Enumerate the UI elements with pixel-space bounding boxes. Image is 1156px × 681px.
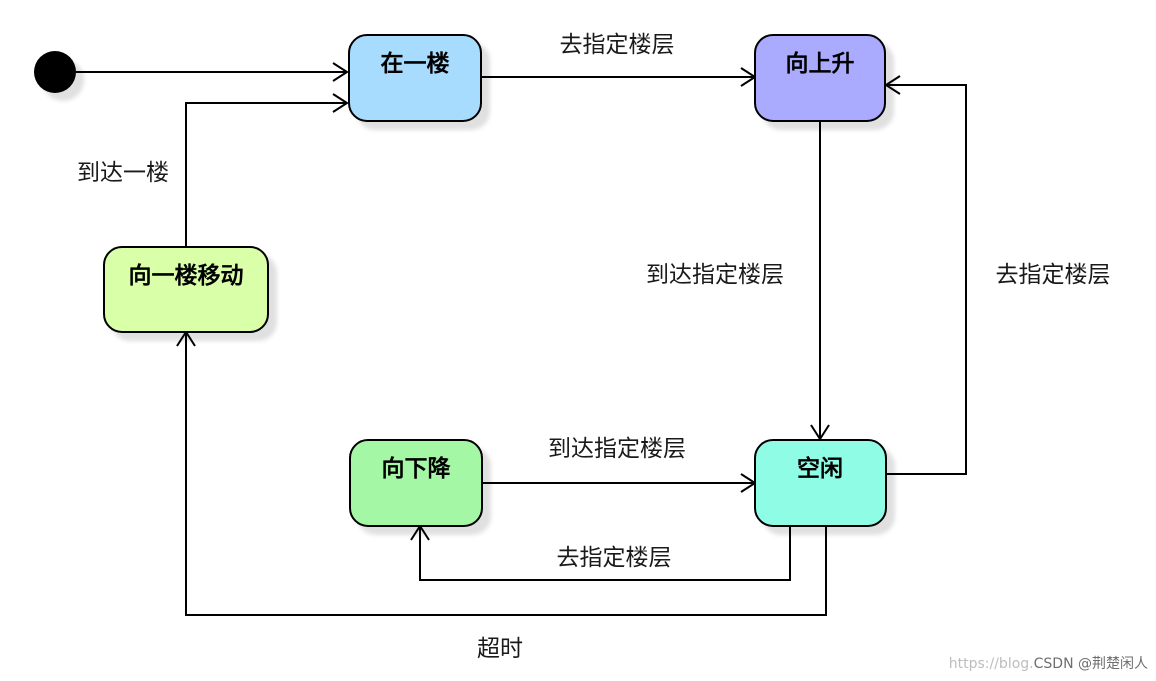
watermark-prefix: https://blog. xyxy=(948,656,1034,672)
initial-state-dot xyxy=(34,51,76,93)
edge-label-arrive-first: 到达一楼 xyxy=(77,160,169,186)
edge-arrive-first-floor xyxy=(185,102,347,247)
arrowhead-initial xyxy=(332,62,349,82)
edge-idle-to-going-up xyxy=(886,84,967,475)
state-first-floor-box xyxy=(348,34,482,122)
state-going-up: 向上升 xyxy=(754,34,886,122)
state-going-down-label: 向下降 xyxy=(382,455,452,482)
arrowhead-arrive-first xyxy=(332,93,349,113)
state-going-up-label: 向上升 xyxy=(786,50,855,77)
edge-idle-timeout xyxy=(185,332,827,616)
edge-label-first-to-up: 去指定楼层 xyxy=(560,32,675,58)
edge-label-up-to-idle: 到达指定楼层 xyxy=(646,262,784,288)
watermark: https://blog.CSDN @荆楚闲人 xyxy=(949,653,1148,673)
state-going-down: 向下降 xyxy=(349,439,483,527)
state-idle-label: 空闲 xyxy=(797,455,843,482)
edge-idle-to-going-down xyxy=(419,526,791,581)
edge-label-timeout: 超时 xyxy=(477,636,523,662)
state-moving-to-first-box xyxy=(103,246,269,333)
state-moving-to-first: 向一楼移动 xyxy=(103,246,269,333)
state-idle: 空闲 xyxy=(754,439,887,527)
state-first-floor: 在一楼 xyxy=(348,34,482,122)
watermark-brand: CSDN @荆楚闲人 xyxy=(1033,656,1148,672)
state-going-down-box xyxy=(349,439,483,527)
edge-label-idle-to-up: 去指定楼层 xyxy=(996,262,1111,288)
state-first-floor-label: 在一楼 xyxy=(381,50,450,77)
edge-label-idle-to-down: 去指定楼层 xyxy=(557,545,672,571)
state-going-up-box xyxy=(754,34,886,122)
state-idle-box xyxy=(754,439,887,527)
state-moving-to-first-label: 向一楼移动 xyxy=(129,262,244,289)
edge-label-down-to-idle: 到达指定楼层 xyxy=(548,436,686,462)
